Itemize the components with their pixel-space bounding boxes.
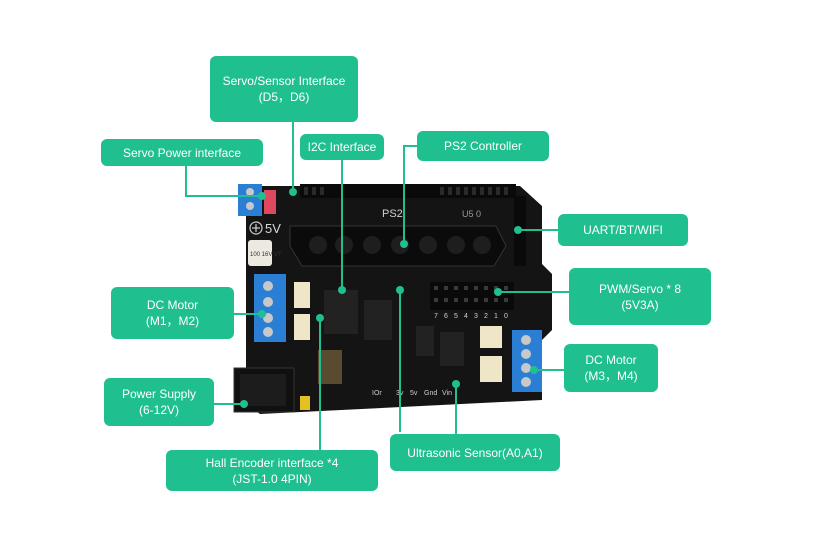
- pin-number: 4: [464, 313, 468, 320]
- bottom-pin: Vin: [442, 390, 452, 397]
- callout-servo-sensor-interface: Servo/Sensor Interface (D5，D6): [210, 56, 358, 122]
- pin-number: 3: [474, 313, 478, 320]
- callout-text: (M3，M4): [584, 369, 638, 383]
- callout-text: (5V3A): [621, 297, 659, 312]
- callout-text: DC Motor: [146, 298, 199, 312]
- callout-ultrasonic-sensor: Ultrasonic Sensor(A0,A1): [390, 434, 560, 471]
- callout-pwm-servo: PWM/Servo * 8 (5V3A): [569, 268, 711, 325]
- callout-text: (D5，D6): [258, 90, 310, 104]
- callout-text: Hall Encoder interface *4: [205, 455, 339, 470]
- servo-header-red: [264, 190, 276, 214]
- callout-text: DC Motor: [585, 353, 637, 367]
- callout-text: Power Supply: [121, 387, 197, 401]
- silkscreen-ps2: PS2: [382, 208, 403, 220]
- callout-uart-bt-wifi: UART/BT/WIFI: [558, 214, 688, 246]
- callout-servo-power-interface: Servo Power interface: [101, 139, 263, 166]
- callout-dc-motor-m1-m2: DC Motor (M1，M2): [111, 287, 234, 339]
- capacitor-label: 100 16V VT: [250, 252, 282, 258]
- pin-number: 6: [444, 313, 448, 320]
- silkscreen-5v: 5V: [265, 221, 281, 236]
- callout-text: Ultrasonic Sensor(A0,A1): [407, 445, 543, 460]
- callout-text: I2C Interface: [307, 140, 377, 154]
- silkscreen-5v-symbol: [249, 221, 263, 235]
- capacitor: [248, 240, 272, 266]
- callout-text: (6-12V): [138, 403, 179, 417]
- callout-text: PS2 Controller: [443, 139, 523, 153]
- callout-text: (JST-1.0 4PIN): [232, 471, 312, 486]
- callout-text: Servo/Sensor Interface: [222, 74, 346, 88]
- jumper-yellow: [300, 396, 310, 410]
- callout-hall-encoder: Hall Encoder interface *4 (JST-1.0 4PIN): [166, 450, 378, 491]
- pin-number-labels: 7 6 5 4 3 2 1 0: [434, 313, 508, 320]
- silkscreen-u5: U5 0: [462, 209, 481, 219]
- pin-number: 2: [484, 313, 488, 320]
- callout-dc-motor-m3-m4: DC Motor (M3，M4): [564, 344, 658, 392]
- callout-text: PWM/Servo * 8: [598, 281, 682, 296]
- callout-text: Servo Power interface: [122, 145, 242, 160]
- callout-text: UART/BT/WIFI: [583, 223, 663, 237]
- callout-text: (M1，M2): [145, 314, 200, 328]
- pin-number: 5: [454, 313, 458, 320]
- pin-number: 7: [434, 313, 438, 320]
- top-header: [300, 184, 516, 198]
- pin-number: 1: [494, 313, 498, 320]
- line-ps2: [403, 145, 417, 244]
- bottom-pin: IOr: [372, 390, 382, 397]
- pin-number: 0: [504, 313, 508, 320]
- callout-ps2-controller: PS2 Controller: [417, 131, 549, 161]
- callout-i2c-interface: I2C Interface: [300, 134, 384, 160]
- callout-power-supply: Power Supply (6-12V): [104, 378, 214, 426]
- line-servo-power: [185, 166, 262, 197]
- bottom-pin: 5v: [410, 390, 418, 397]
- bottom-pin: Gnd: [424, 390, 437, 397]
